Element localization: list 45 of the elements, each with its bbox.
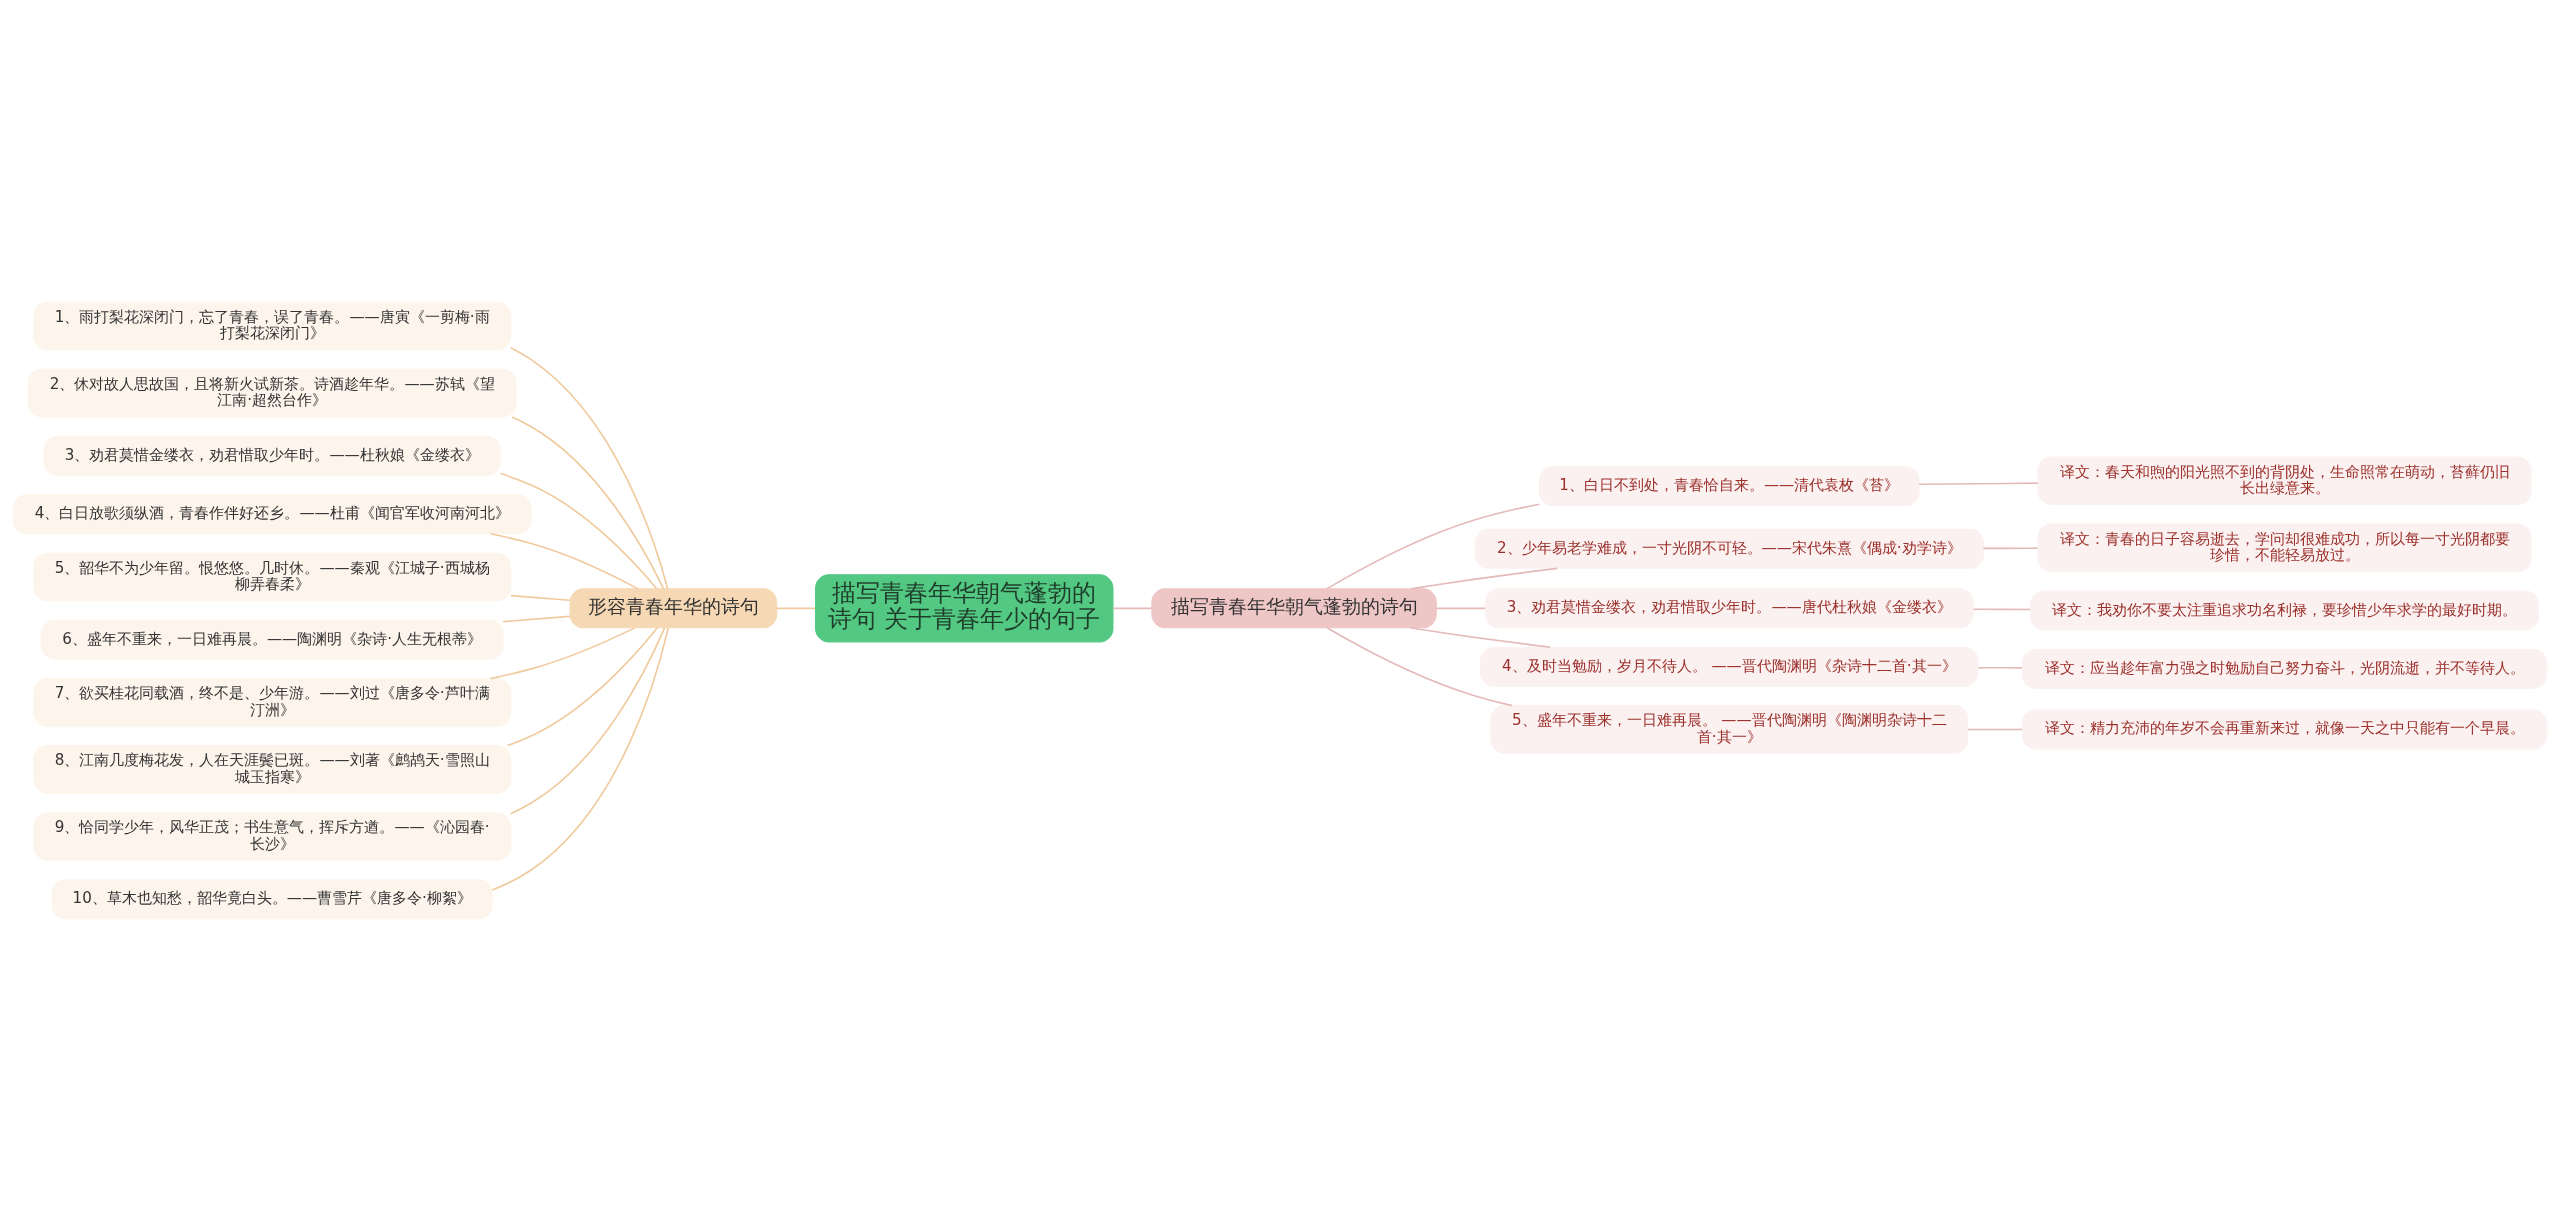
- node-box: 5、韶华不为少年留。恨悠悠。几时休。——秦观《江城子·西城杨柳弄春柔》: [33, 552, 512, 601]
- node-box: 2、休对故人思故国，且将新火试新茶。诗酒趁年华。——苏轼《望江南·超然台作》: [27, 368, 517, 417]
- connector: [1966, 728, 2023, 730]
- connector: [1918, 481, 2039, 485]
- node-box: 4、及时当勉励，岁月不待人。 ——晋代陶渊明《杂诗十二首·其一》: [1480, 646, 1979, 687]
- node-box: 4、白日放歌须纵酒，青春作伴好还乡。——杜甫《闻官军收河南河北》: [12, 493, 532, 534]
- node-box: 7、欲买桂花同载酒，终不是、少年游。——刘过《唐多令·芦叶满汀洲》: [33, 677, 512, 727]
- connector: [775, 607, 816, 609]
- node-box: 10、草木也知愁，韶华竟白头。——曹雪芹《唐多令·柳絮》: [51, 878, 493, 919]
- node-box: 译文：青春的日子容易逝去，学问却很难成功，所以每一寸光阴都要珍惜，不能轻易放过。: [2037, 522, 2532, 572]
- connector: [502, 615, 571, 622]
- node-box: 6、盛年不重来，一日难再晨。——陶渊明《杂诗·人生无根蒂》: [40, 619, 504, 660]
- connector: [509, 626, 666, 814]
- connector: [1325, 502, 1541, 590]
- connector: [491, 626, 670, 891]
- node-box: 3、劝君莫惜金缕衣，劝君惜取少年时。——唐代杜秋娘《金缕衣》: [1484, 587, 1974, 628]
- connector: [1409, 567, 1559, 590]
- connector: [510, 594, 571, 601]
- node-box: 9、恰同学少年，风华正茂；书生意气，挥斥方遒。——《沁园春·长沙》: [33, 811, 512, 861]
- connector: [1435, 607, 1486, 609]
- node-box: 1、雨打梨花深闭门，忘了青春，误了青春。——唐寅《一剪梅·雨打梨花深闭门》: [33, 301, 512, 350]
- connector: [489, 532, 639, 590]
- connector: [489, 626, 636, 679]
- connector: [511, 415, 665, 589]
- connector: [506, 626, 659, 746]
- node-box: 描写青春年华朝气蓬勃的诗句: [1151, 587, 1437, 628]
- node-box: 译文：精力充沛的年岁不会再重新来过，就像一天之中只能有一个早晨。: [2021, 708, 2548, 749]
- node-box: 1、白日不到处，青春恰自来。——清代袁枚《苔》: [1539, 465, 1920, 506]
- node-box: 描写青春年华朝气蓬勃的诗句 关于青春年少的句子: [815, 573, 1114, 642]
- node-box: 译文：应当趁年富力强之时勉励自己努力奋斗，光阴流逝，并不等待人。: [2021, 648, 2548, 689]
- connector: [509, 346, 669, 589]
- node-box: 5、盛年不重来，一日难再晨。 ——晋代陶渊明《陶渊明杂诗十二首·其一》: [1490, 704, 1969, 754]
- connector: [1977, 666, 2023, 669]
- node-box: 形容青春年华的诗句: [569, 587, 778, 628]
- connector: [1409, 626, 1552, 648]
- connector: [1982, 546, 2039, 549]
- node-box: 译文：我劝你不要太注重追求功名利禄，要珍惜少年求学的最好时期。: [2029, 590, 2540, 630]
- connector: [1972, 608, 2031, 610]
- connector: [499, 472, 658, 589]
- node-box: 3、劝君莫惜金缕衣，劝君惜取少年时。——杜秋娘《金缕衣》: [43, 435, 501, 476]
- node-box: 译文：春天和煦的阳光照不到的背阴处，生命照常在萌动，苔藓仍旧长出绿意来。: [2037, 455, 2532, 505]
- connector: [1326, 626, 1513, 706]
- node-box: 8、江南几度梅花发，人在天涯鬓已斑。——刘著《鹧鸪天·雪照山城玉指寒》: [33, 744, 512, 794]
- node-box: 2、少年易老学难成，一寸光阴不可轻。——宋代朱熹《偶成·劝学诗》: [1474, 528, 1984, 569]
- connector: [1112, 607, 1153, 609]
